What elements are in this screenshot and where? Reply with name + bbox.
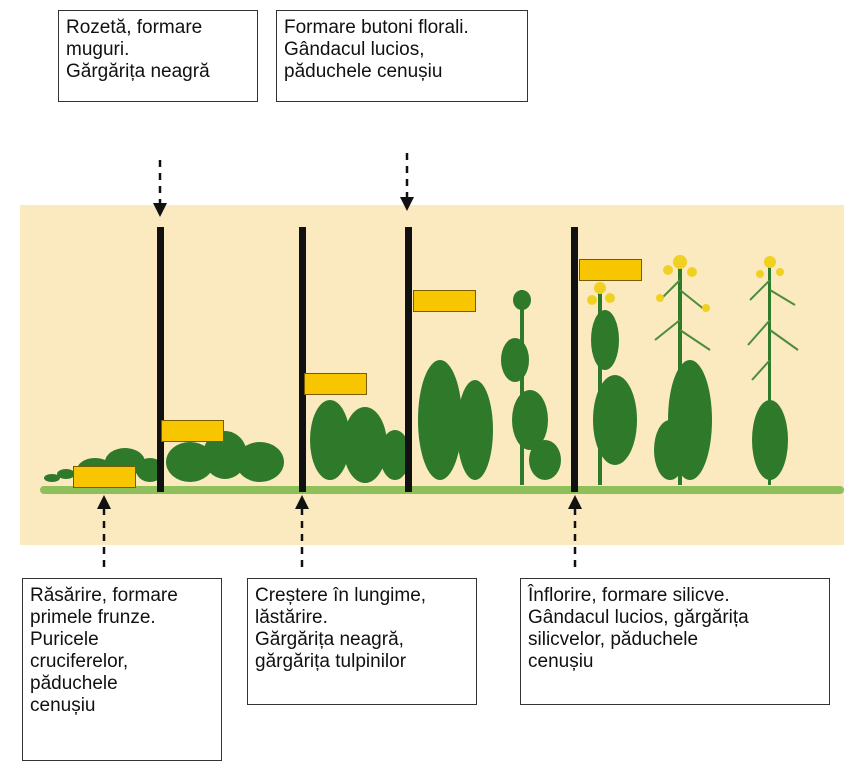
callout-rosette: Rozetă, formare muguri. Gărgărița neagră xyxy=(58,10,258,102)
arrow-down-head-1 xyxy=(153,203,167,217)
arrow-up-head-3 xyxy=(568,495,582,509)
arrow-up-head-1 xyxy=(97,495,111,509)
callout-stem-elongation: Creștere în lungime, lăstărire. Gărgăriț… xyxy=(247,578,477,705)
callout-emergence: Răsărire, formare primele frunze. Purice… xyxy=(22,578,222,761)
arrow-down-head-2 xyxy=(400,197,414,211)
arrow-up-head-2 xyxy=(295,495,309,509)
callout-flowering: Înflorire, formare silicve. Gândacul luc… xyxy=(520,578,830,705)
callout-flower-buds: Formare butoni florali. Gândacul lucios,… xyxy=(276,10,528,102)
